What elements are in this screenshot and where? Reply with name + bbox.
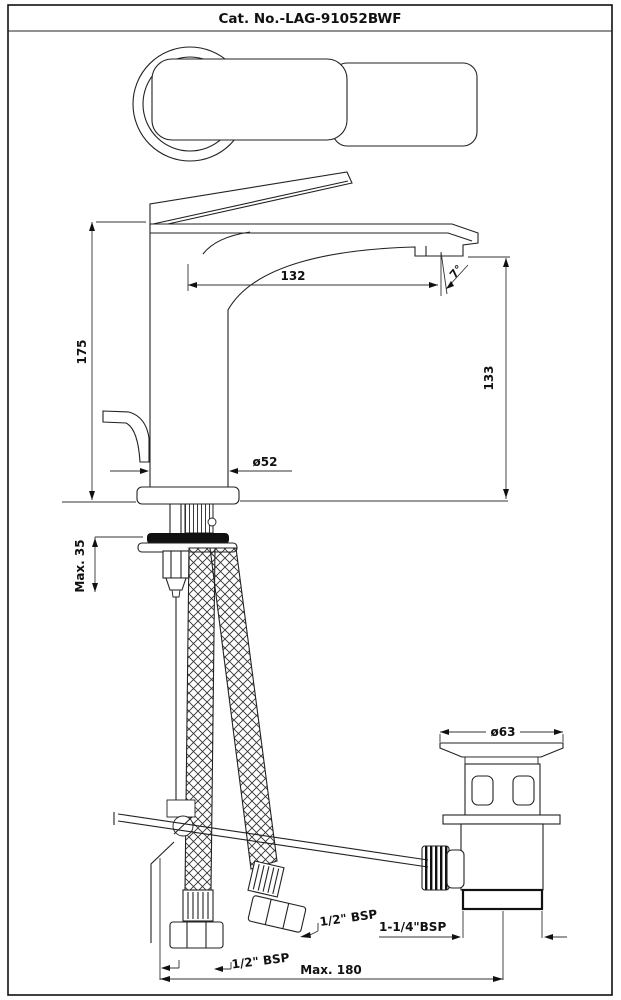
overflow-hole-left <box>471 775 494 806</box>
popup-rod-assembly <box>113 597 429 943</box>
shank-detail <box>207 517 217 527</box>
clamp-screw-slot <box>173 816 193 835</box>
ball-rod-nut <box>421 845 450 891</box>
lever-detail-line <box>152 180 349 225</box>
lever-plan-outline <box>151 58 348 141</box>
dim-body-diameter: ø52 <box>110 455 292 474</box>
left-hose-braid <box>184 547 216 891</box>
faucet-body-spout <box>149 223 479 488</box>
dim-waste-flange: ø63 <box>439 725 564 742</box>
dim-spout-angle-label: 7° <box>447 263 465 281</box>
dim-spout-reach-label: 132 <box>280 269 305 283</box>
popup-waste-assembly <box>421 742 564 911</box>
dim-waste-flange-label: ø63 <box>491 725 516 739</box>
dim-spout-height: 133 <box>468 256 510 499</box>
spout-plan-outline <box>332 62 478 147</box>
waste-mid-flange <box>442 814 561 825</box>
dim-deck-thickness-label: Max. 35 <box>73 539 87 592</box>
threaded-shank <box>184 503 214 534</box>
dim-total-height: 175 <box>75 221 146 500</box>
horizontal-linkage-rod <box>113 812 429 868</box>
dim-deck-thickness: Max. 35 <box>73 536 143 593</box>
dim-body-diameter-label: ø52 <box>253 455 278 469</box>
mounting-surface-line <box>62 500 508 503</box>
supply-hoses <box>169 547 307 949</box>
mounting-hardware <box>137 503 238 598</box>
right-hose-hex-nut <box>247 895 307 933</box>
left-hose-hex-nut <box>169 921 224 949</box>
waste-lower-body <box>460 823 544 891</box>
catalog-number-title: Cat. No.-LAG-91052BWF <box>219 11 402 27</box>
overflow-hole-right <box>512 775 535 806</box>
flange-rim <box>464 756 539 765</box>
rod-clamp <box>166 799 196 818</box>
dim-spout-angle: 7° <box>440 251 469 296</box>
drawing-border <box>7 4 613 996</box>
ball-rod-socket <box>446 849 465 889</box>
waste-upper-body <box>464 763 541 818</box>
spout-inner-curve <box>202 231 251 255</box>
dim-max-reach-label: Max. 180 <box>300 963 362 977</box>
popup-control-lever <box>102 410 150 463</box>
dim-waste-thread: 1-1/4"BSP <box>379 911 567 940</box>
popup-lower-rod <box>150 841 175 943</box>
rubber-gasket <box>147 533 229 544</box>
spout-top-detail <box>150 232 473 242</box>
left-hex-facets <box>186 922 207 948</box>
waste-outlet-thread <box>461 888 544 911</box>
right-hose-collar <box>247 860 285 898</box>
dim-spout-reach: 132 <box>187 264 438 291</box>
dim-total-height-label: 175 <box>75 339 89 364</box>
nut-facets <box>170 551 182 578</box>
faucet-side-view <box>62 171 508 505</box>
dim-spout-height-label: 133 <box>482 365 496 390</box>
faucet-top-view <box>132 46 478 162</box>
left-collar-ribs <box>187 892 209 919</box>
waste-flange <box>439 742 564 758</box>
dim-max-reach: Max. 180 <box>159 858 504 982</box>
nut-taper <box>165 577 187 591</box>
dim-waste-thread-label: 1-1/4"BSP <box>379 920 446 934</box>
nut-tip <box>171 589 181 598</box>
right-hose-braid <box>209 547 278 870</box>
mounting-nut <box>162 550 190 579</box>
base-plate <box>136 486 240 505</box>
